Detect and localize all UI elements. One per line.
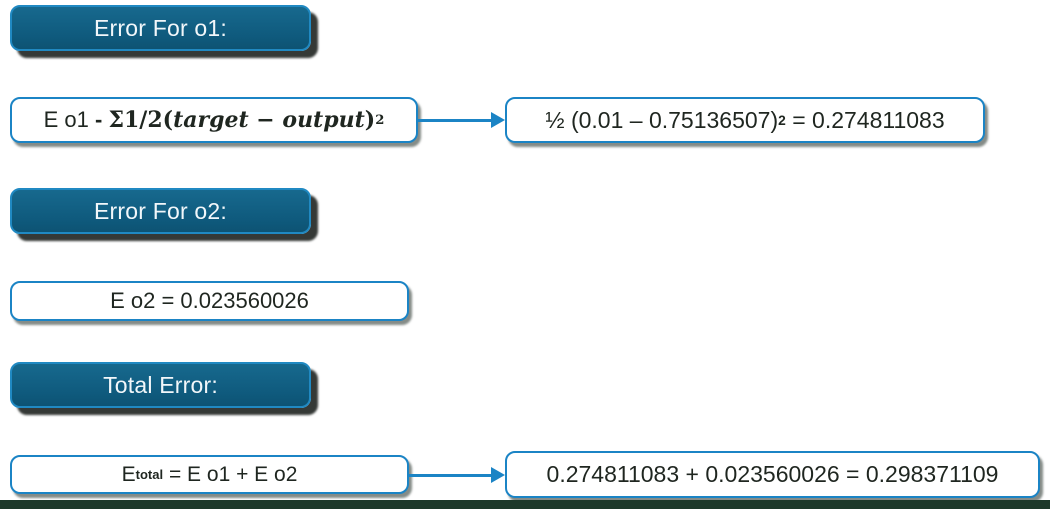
formula-total-sum: = E o1 + E o2 [163, 462, 298, 486]
header-pill-label: Error For o1: [94, 14, 227, 41]
formula-box-error-o2: E o2 = 0.023560026 [10, 281, 409, 321]
header-pill-error-o2: Error For o2: [10, 188, 311, 234]
arrow-head-icon [491, 467, 505, 483]
result-o1-exponent: 2 [778, 112, 786, 128]
result-box-total-error: 0.274811083 + 0.023560026 = 0.298371109 [505, 451, 1040, 498]
arrow-line-total [409, 474, 491, 477]
formula-close-paren: ) [364, 107, 376, 133]
formula-dash: - [94, 107, 109, 132]
formula-fraction: 1/2( [124, 107, 174, 133]
formula-target: target [173, 107, 249, 133]
result-total-value: 0.274811083 + 0.023560026 = 0.298371109 [546, 461, 999, 487]
formula-minus: − [248, 107, 283, 133]
sigma-symbol: Σ [108, 107, 124, 133]
formula-total-subscript: total [135, 467, 164, 482]
header-pill-total-error: Total Error: [10, 362, 311, 408]
header-pill-label: Error For o2: [94, 197, 227, 224]
formula-e-total: E [121, 462, 136, 486]
header-pill-label: Total Error: [103, 371, 218, 398]
formula-exponent: 2 [375, 112, 385, 128]
arrow-head-icon [491, 112, 505, 128]
formula-e-o2: E o2 = 0.023560026 [110, 288, 309, 313]
formula-e-o1: E o1 [43, 107, 95, 132]
arrow-line-o1 [418, 119, 492, 122]
formula-output: output [282, 107, 365, 133]
header-pill-error-o1: Error For o1: [10, 5, 311, 51]
bottom-shadow-band [0, 500, 1050, 509]
result-o1-value: = 0.274811083 [785, 106, 945, 133]
result-box-error-o1: ½ (0.01 – 0.75136507)2 = 0.274811083 [505, 97, 985, 143]
result-o1-expression: ½ (0.01 – 0.75136507) [545, 106, 779, 133]
